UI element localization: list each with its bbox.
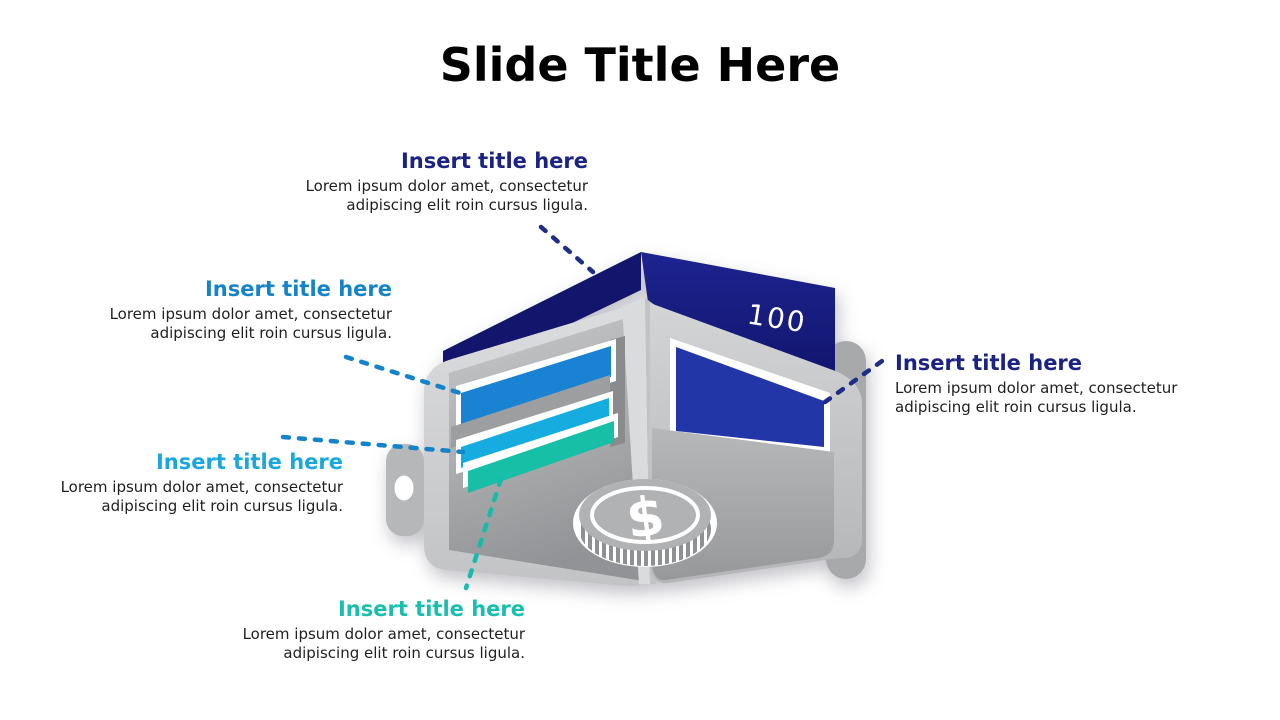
callout-top-title: Insert title here xyxy=(400,149,588,173)
callout-top: Insert title here Lorem ipsum dolor amet… xyxy=(268,149,588,214)
card-cyan xyxy=(461,398,609,468)
coin: $ xyxy=(573,479,717,567)
slide-title: Slide Title Here xyxy=(439,38,841,92)
wallet-group: 100 xyxy=(386,252,866,587)
connector-upper-left xyxy=(343,354,463,396)
callout-bottom-body: Lorem ipsum dolor amet, consectetur adip… xyxy=(242,625,525,662)
callout-right-body: Lorem ipsum dolor amet, consectetur adip… xyxy=(895,379,1178,416)
connector-lower-left xyxy=(280,434,466,455)
coin-face xyxy=(579,479,711,551)
callout-lower-left-title: Insert title here xyxy=(155,450,343,474)
callout-top-body: Lorem ipsum dolor amet, consectetur adip… xyxy=(305,177,588,214)
callout-lower-left-body: Lorem ipsum dolor amet, consectetur adip… xyxy=(60,478,343,515)
card-royal xyxy=(676,347,824,447)
card-blue xyxy=(461,346,611,425)
callout-right-title: Insert title here xyxy=(895,351,1083,375)
connector-top xyxy=(538,224,596,275)
callout-lower-left: Insert title here Lorem ipsum dolor amet… xyxy=(23,450,343,515)
callout-upper-left: Insert title here Lorem ipsum dolor amet… xyxy=(72,277,392,342)
callout-upper-left-body: Lorem ipsum dolor amet, consectetur adip… xyxy=(109,305,392,342)
callout-right: Insert title here Lorem ipsum dolor amet… xyxy=(895,351,1215,416)
strap-snap-hole xyxy=(394,475,414,501)
callout-bottom: Insert title here Lorem ipsum dolor amet… xyxy=(205,597,525,662)
coin-inner-ring xyxy=(590,486,700,544)
coin-dollar-text: $ xyxy=(622,484,668,552)
card-teal xyxy=(468,421,614,493)
callout-bottom-title: Insert title here xyxy=(337,597,525,621)
connector-bottom xyxy=(463,476,504,591)
connector-right xyxy=(822,353,892,405)
banknote-right-face xyxy=(641,252,835,377)
callout-upper-left-title: Insert title here xyxy=(204,277,392,301)
